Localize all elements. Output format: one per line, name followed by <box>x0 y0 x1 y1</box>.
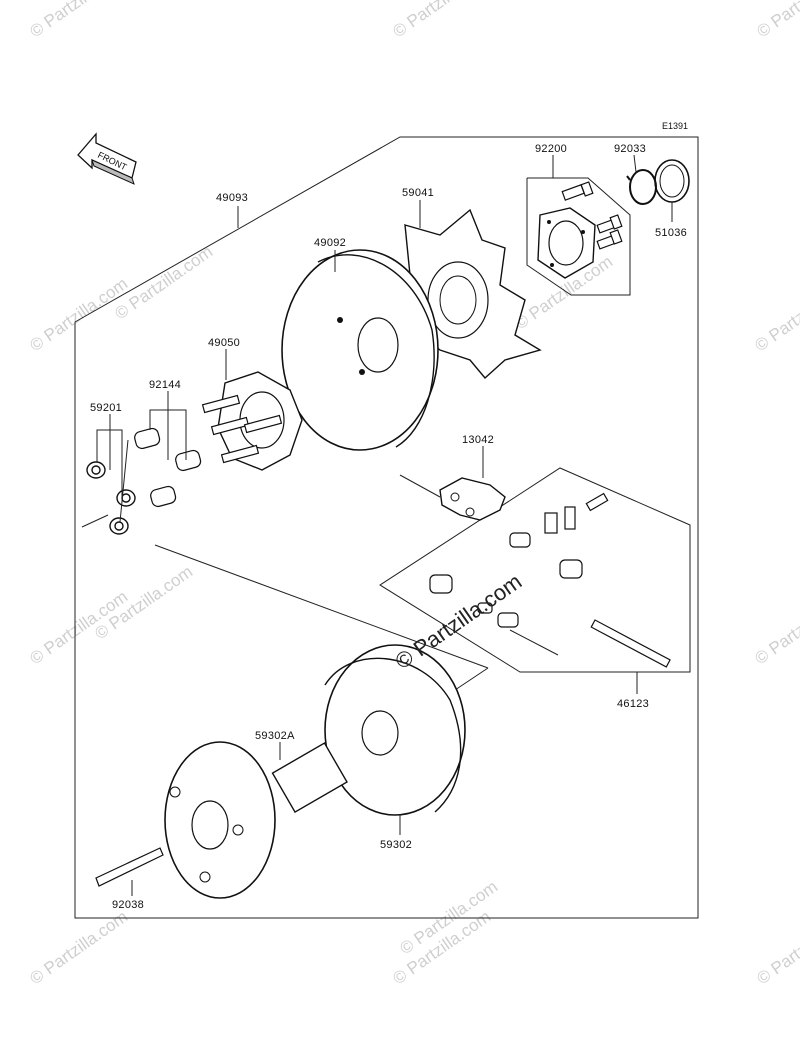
part-label-59302A: 59302A <box>255 730 295 742</box>
plate-92200 <box>537 207 596 279</box>
weight-kit-outline <box>379 467 691 673</box>
spider-59041 <box>404 208 542 380</box>
sheave-59302A <box>164 741 348 899</box>
part-label-59302: 59302 <box>380 839 412 851</box>
key-92038 <box>95 847 164 887</box>
weight-13042 <box>439 477 506 521</box>
part-label-59201: 59201 <box>90 402 122 414</box>
part-label-49092: 49092 <box>314 237 346 249</box>
circlip-92033 <box>626 169 657 205</box>
sheave-59302 <box>324 644 466 816</box>
part-label-46123: 46123 <box>617 698 649 710</box>
watermark: © Partzilla.com <box>753 0 800 41</box>
watermark: © Partzilla.com <box>753 907 800 988</box>
part-label-49093: 49093 <box>216 192 248 204</box>
watermark: © Partzilla.com <box>751 274 800 355</box>
ring-51036 <box>654 159 690 203</box>
part-labels: 49093 49092 59041 92200 92033 51036 4905… <box>90 143 687 911</box>
part-label-92144: 92144 <box>149 379 181 391</box>
watermark: © Partzilla.com <box>389 0 494 41</box>
weight-kit-parts-46123 <box>429 492 671 668</box>
part-label-92033: 92033 <box>614 143 646 155</box>
part-label-51036: 51036 <box>655 227 687 239</box>
bolts-92200 <box>561 181 623 250</box>
watermark: © Partzilla.com <box>751 587 800 668</box>
watermark: © Partzilla.com <box>26 907 131 988</box>
part-label-13042: 13042 <box>462 434 494 446</box>
front-arrow-icon: FRONT <box>77 132 137 185</box>
guide-lines <box>81 474 559 691</box>
assembly-outline <box>74 136 699 919</box>
part-label-92200: 92200 <box>535 143 567 155</box>
cover-49092 <box>281 249 439 451</box>
diagram-code: E1391 <box>662 121 688 131</box>
hub-49050 <box>201 371 303 471</box>
bushings-59201 <box>86 461 136 535</box>
watermark: © Partzilla.com <box>26 0 131 41</box>
part-label-59041: 59041 <box>402 187 434 199</box>
part-label-49050: 49050 <box>208 337 240 349</box>
leader-lines <box>96 154 673 896</box>
part-label-92038: 92038 <box>112 899 144 911</box>
watermark: © Partzilla.com <box>111 242 216 323</box>
rollers-92144 <box>134 427 202 508</box>
watermark-layer: © Partzilla.com © Partzilla.com © Partzi… <box>26 0 800 988</box>
bolt-group-outline <box>526 177 631 296</box>
